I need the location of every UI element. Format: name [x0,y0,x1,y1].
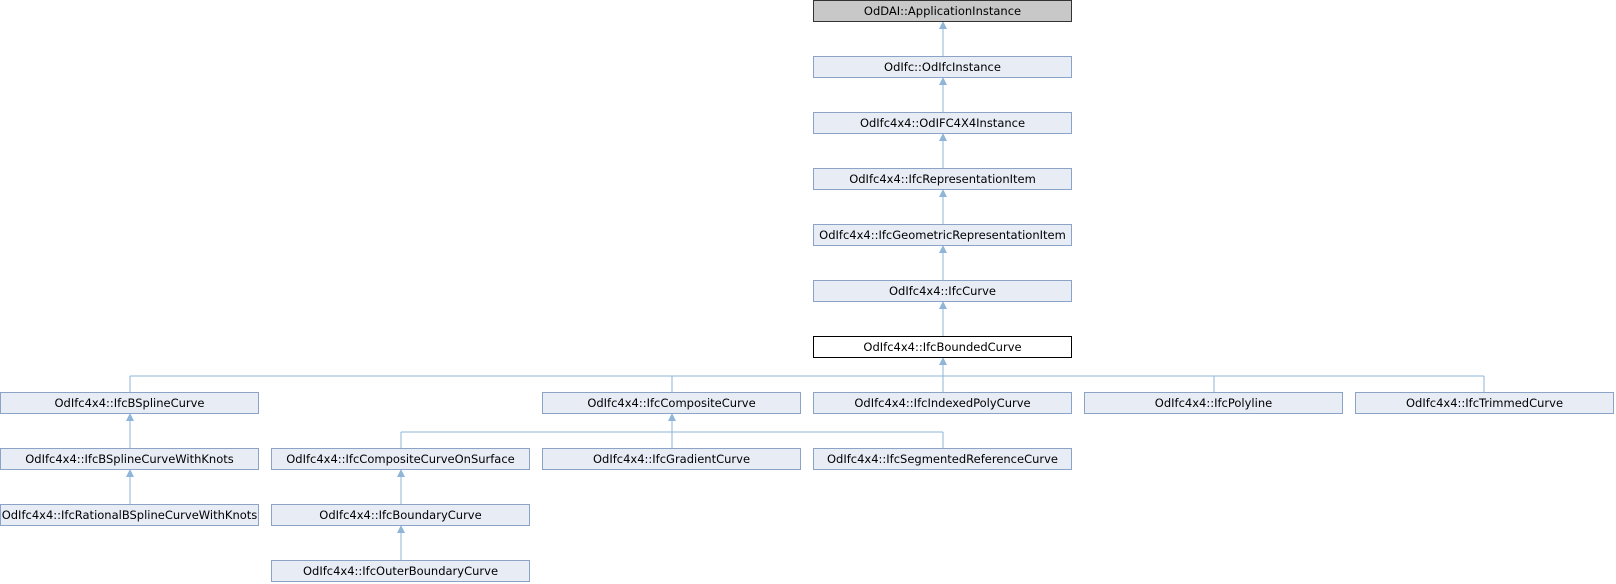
node-label: OdIfc4x4::IfcBSplineCurveWithKnots [25,452,234,466]
node-geometric-representation-item[interactable]: OdIfc4x4::IfcGeometricRepresentationItem [813,224,1072,246]
node-label: OdIfc4x4::IfcTrimmedCurve [1405,396,1564,410]
node-composite-curve-on-surface[interactable]: OdIfc4x4::IfcCompositeCurveOnSurface [271,448,530,470]
node-label: OdIfc4x4::IfcCurve [889,284,996,298]
node-rational-bspline-curve-with-knots[interactable]: OdIfc4x4::IfcRationalBSplineCurveWithKno… [0,504,259,526]
node-application-instance: OdDAI::ApplicationInstance [813,0,1072,22]
node-label: OdIfc4x4::IfcRationalBSplineCurveWithKno… [1,508,258,522]
node-label: OdIfc4x4::IfcIndexedPolyCurve [854,396,1031,410]
node-label: OdIfc4x4::IfcBoundaryCurve [319,508,482,522]
node-ifc4x4-instance[interactable]: OdIfc4x4::OdIFC4X4Instance [813,112,1072,134]
node-indexed-poly-curve[interactable]: OdIfc4x4::IfcIndexedPolyCurve [813,392,1072,414]
node-odifc-instance[interactable]: OdIfc::OdIfcInstance [813,56,1072,78]
node-label: OdIfc4x4::IfcPolyline [1154,396,1273,410]
node-composite-curve[interactable]: OdIfc4x4::IfcCompositeCurve [542,392,801,414]
node-label: OdIfc4x4::IfcOuterBoundaryCurve [302,564,499,578]
node-bounded-curve: OdIfc4x4::IfcBoundedCurve [813,336,1072,358]
node-curve[interactable]: OdIfc4x4::IfcCurve [813,280,1072,302]
node-label: OdIfc4x4::IfcBoundedCurve [863,340,1022,354]
node-gradient-curve[interactable]: OdIfc4x4::IfcGradientCurve [542,448,801,470]
node-boundary-curve[interactable]: OdIfc4x4::IfcBoundaryCurve [271,504,530,526]
node-label: OdIfc4x4::IfcCompositeCurve [587,396,756,410]
node-label: OdIfc4x4::IfcSegmentedReferenceCurve [826,452,1059,466]
node-label: OdIfc4x4::IfcGeometricRepresentationItem [819,228,1066,242]
node-label: OdIfc4x4::OdIFC4X4Instance [859,116,1026,130]
node-label: OdIfc::OdIfcInstance [884,60,1001,74]
node-polyline[interactable]: OdIfc4x4::IfcPolyline [1084,392,1343,414]
node-outer-boundary-curve[interactable]: OdIfc4x4::IfcOuterBoundaryCurve [271,560,530,582]
node-trimmed-curve[interactable]: OdIfc4x4::IfcTrimmedCurve [1355,392,1614,414]
node-label: OdIfc4x4::IfcBSplineCurve [54,396,205,410]
node-segmented-reference-curve[interactable]: OdIfc4x4::IfcSegmentedReferenceCurve [813,448,1072,470]
node-label: OdIfc4x4::IfcRepresentationItem [849,172,1036,186]
node-bspline-curve[interactable]: OdIfc4x4::IfcBSplineCurve [0,392,259,414]
node-representation-item[interactable]: OdIfc4x4::IfcRepresentationItem [813,168,1072,190]
node-label: OdDAI::ApplicationInstance [863,4,1022,18]
node-label: OdIfc4x4::IfcCompositeCurveOnSurface [286,452,515,466]
node-label: OdIfc4x4::IfcGradientCurve [592,452,751,466]
node-bspline-curve-with-knots[interactable]: OdIfc4x4::IfcBSplineCurveWithKnots [0,448,259,470]
